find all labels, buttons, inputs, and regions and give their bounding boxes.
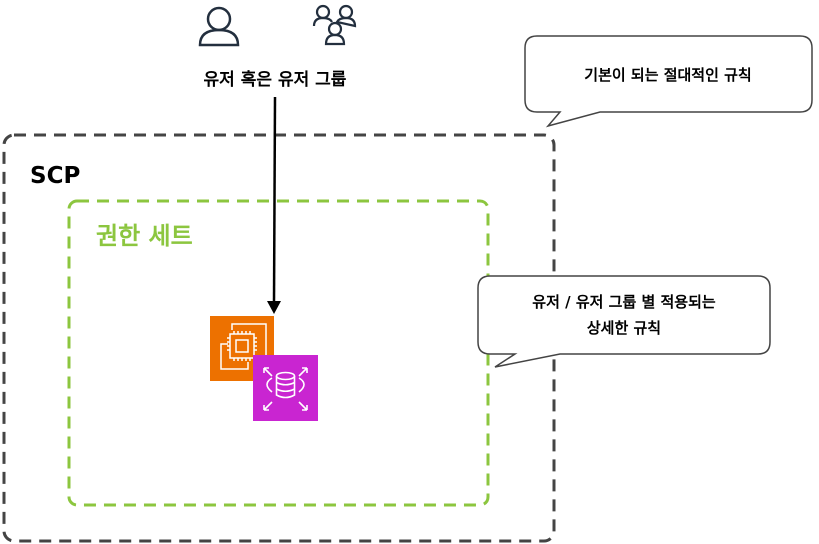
callout-right bbox=[477, 275, 771, 368]
users-label: 유저 혹은 유저 그룹 bbox=[204, 69, 347, 90]
arrow-line bbox=[272, 96, 277, 303]
callout-top bbox=[524, 35, 813, 128]
scp-boundary bbox=[2, 133, 556, 543]
arrow-head bbox=[267, 301, 281, 314]
scp-label: SCP bbox=[30, 163, 80, 189]
permission-set-boundary bbox=[67, 199, 490, 507]
callout-top-text: 기본이 되는 절대적인 규칙 bbox=[584, 66, 751, 84]
callout-right-line1: 유저 / 유저 그룹 별 적용되는 bbox=[532, 293, 716, 311]
callout-right-line2: 상세한 규칙 bbox=[587, 319, 661, 337]
user-icon bbox=[198, 6, 240, 47]
user-group-icon bbox=[312, 4, 357, 46]
permission-set-label: 권한 세트 bbox=[96, 222, 193, 250]
database-icon bbox=[253, 355, 318, 421]
